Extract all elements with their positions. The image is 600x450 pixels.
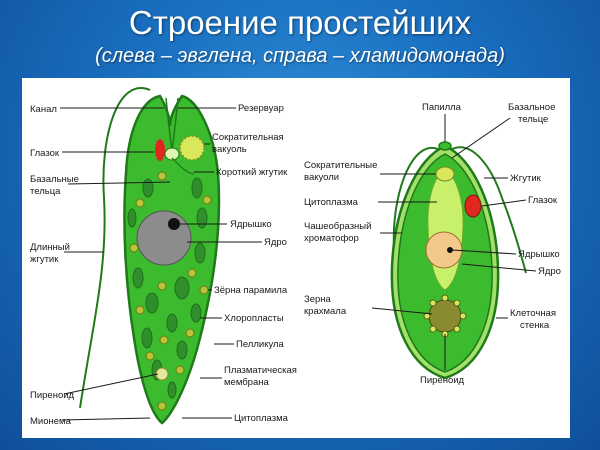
chlamy-papilla [438,141,452,151]
euglena [79,87,221,425]
label-yadro-ch: Ядро [538,266,561,277]
label-yadryshko-ch: Ядрышко [518,249,560,260]
diagram-panel: Канал Глазок Базальные тельца Длинный жг… [22,78,570,438]
label-kletoch-1: Клеточная [510,308,556,319]
label-zerna-2: крахмала [304,306,347,317]
euglena-paramylon-grains [129,171,212,411]
label-kanal: Канал [30,104,57,115]
label-sokr-eu-2: вакуоль [212,144,247,155]
label-yadro-eu: Ядро [264,237,287,248]
label-pirenoid-ch: Пиреноид [420,375,465,386]
label-bazalnoe-2: тельце [518,114,548,125]
label-yadryshko-eu: Ядрышко [230,219,272,230]
label-bazalnoe-1: Базальное [508,102,555,113]
label-chash-2: хроматофор [304,233,359,244]
euglena-left-labels [60,107,171,421]
euglena-right-labels-lines [178,107,262,419]
label-plazm-2: мембрана [224,377,269,388]
label-glazok: Глазок [30,148,60,159]
chlamy-eyespot [464,194,482,218]
label-zerna-1: Зерна [304,294,332,305]
chlamy-nucleolus [447,247,453,253]
label-rezervuar: Резервуар [238,103,284,114]
chlamy-label-lines [371,114,537,370]
chlamy-nucleus [425,231,463,269]
chlamydomonas [390,141,527,380]
label-bazalnye-1: Базальные [30,174,79,185]
label-pellikula: Пелликула [236,339,285,350]
label-papilla: Папилла [422,102,462,113]
chlamy-contractile-vacuoles [435,166,455,182]
label-dlinny-1: Длинный [30,242,70,253]
label-citoplazma-eu: Цитоплазма [234,413,289,424]
chlamy-flagellum-right [449,146,527,274]
label-sokr-ch-1: Сократительные [304,160,377,171]
label-korotky: Короткий жгутик [216,167,288,178]
protists-diagram: Канал Глазок Базальные тельца Длинный жг… [30,87,561,427]
euglena-short-flagellum [171,157,195,175]
label-sokr-ch-2: вакуоли [304,172,339,183]
label-mionema: Мионема [30,416,72,427]
euglena-canal [165,97,179,151]
label-sokr-eu-1: Сократительная [212,132,284,143]
euglena-reservoir [164,147,180,161]
label-chash-1: Чашеобразный [304,221,371,232]
euglena-contractile-vacuole [179,135,205,161]
label-bazalnye-2: тельца [30,186,61,197]
label-glazok-ch: Глазок [528,195,558,206]
label-zerna-paramila: Зёрна парамила [214,285,288,296]
slide-title: Строение простейших [128,4,472,41]
label-dlinny-2: жгутик [30,254,59,265]
euglena-nucleus [136,210,192,266]
euglena-eyespot [155,139,165,161]
label-zhgutik: Жгутик [510,173,542,184]
label-citoplazma-ch: Цитоплазма [304,197,359,208]
label-pirenoid-eu: Пиреноид [30,390,75,401]
label-plazm-1: Плазматическая [224,365,297,376]
slide-subtitle: (слева – эвглена, справа – хламидомонада… [95,45,505,67]
label-kletoch-2: стенка [520,320,550,331]
euglena-nucleolus [168,218,180,230]
euglena-long-flagellum [79,87,151,409]
label-chloroplasty: Хлоропласты [224,313,284,324]
